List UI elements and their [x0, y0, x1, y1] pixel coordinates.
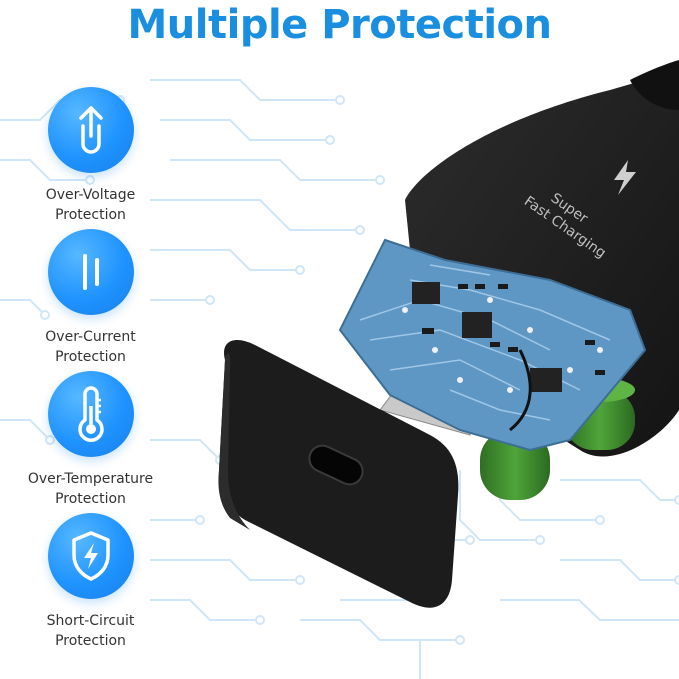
- feature-label: Over-Current Protection: [45, 329, 136, 365]
- feature-label: Short-Circuit Protection: [46, 613, 135, 649]
- feature-label: Over-Temperature Protection: [27, 471, 154, 507]
- current-bars-icon: [47, 229, 134, 315]
- voltage-arrow-icon: [47, 87, 134, 173]
- feature-over-current: Over-Current Protection: [18, 229, 163, 367]
- charger-faceplate: [218, 340, 459, 608]
- page-title: Multiple Protection: [127, 2, 553, 48]
- ic-chip: [462, 312, 492, 338]
- shield-bolt-icon: [47, 513, 134, 599]
- charger-illustration: Super Fast Charging: [218, 60, 679, 608]
- usb-c-port: [308, 444, 364, 486]
- feature-over-voltage: Over-Voltage Protection: [18, 87, 163, 225]
- feature-label: Over-Voltage Protection: [45, 187, 136, 223]
- thermometer-icon: [47, 371, 134, 457]
- ic-chip: [530, 368, 562, 392]
- lightning-icon: [614, 160, 636, 195]
- ic-chip: [412, 282, 440, 304]
- feature-short-circuit: Short-Circuit Protection: [18, 513, 163, 651]
- feature-over-temperature: Over-Temperature Protection: [18, 371, 163, 509]
- pcb-board: [338, 238, 647, 452]
